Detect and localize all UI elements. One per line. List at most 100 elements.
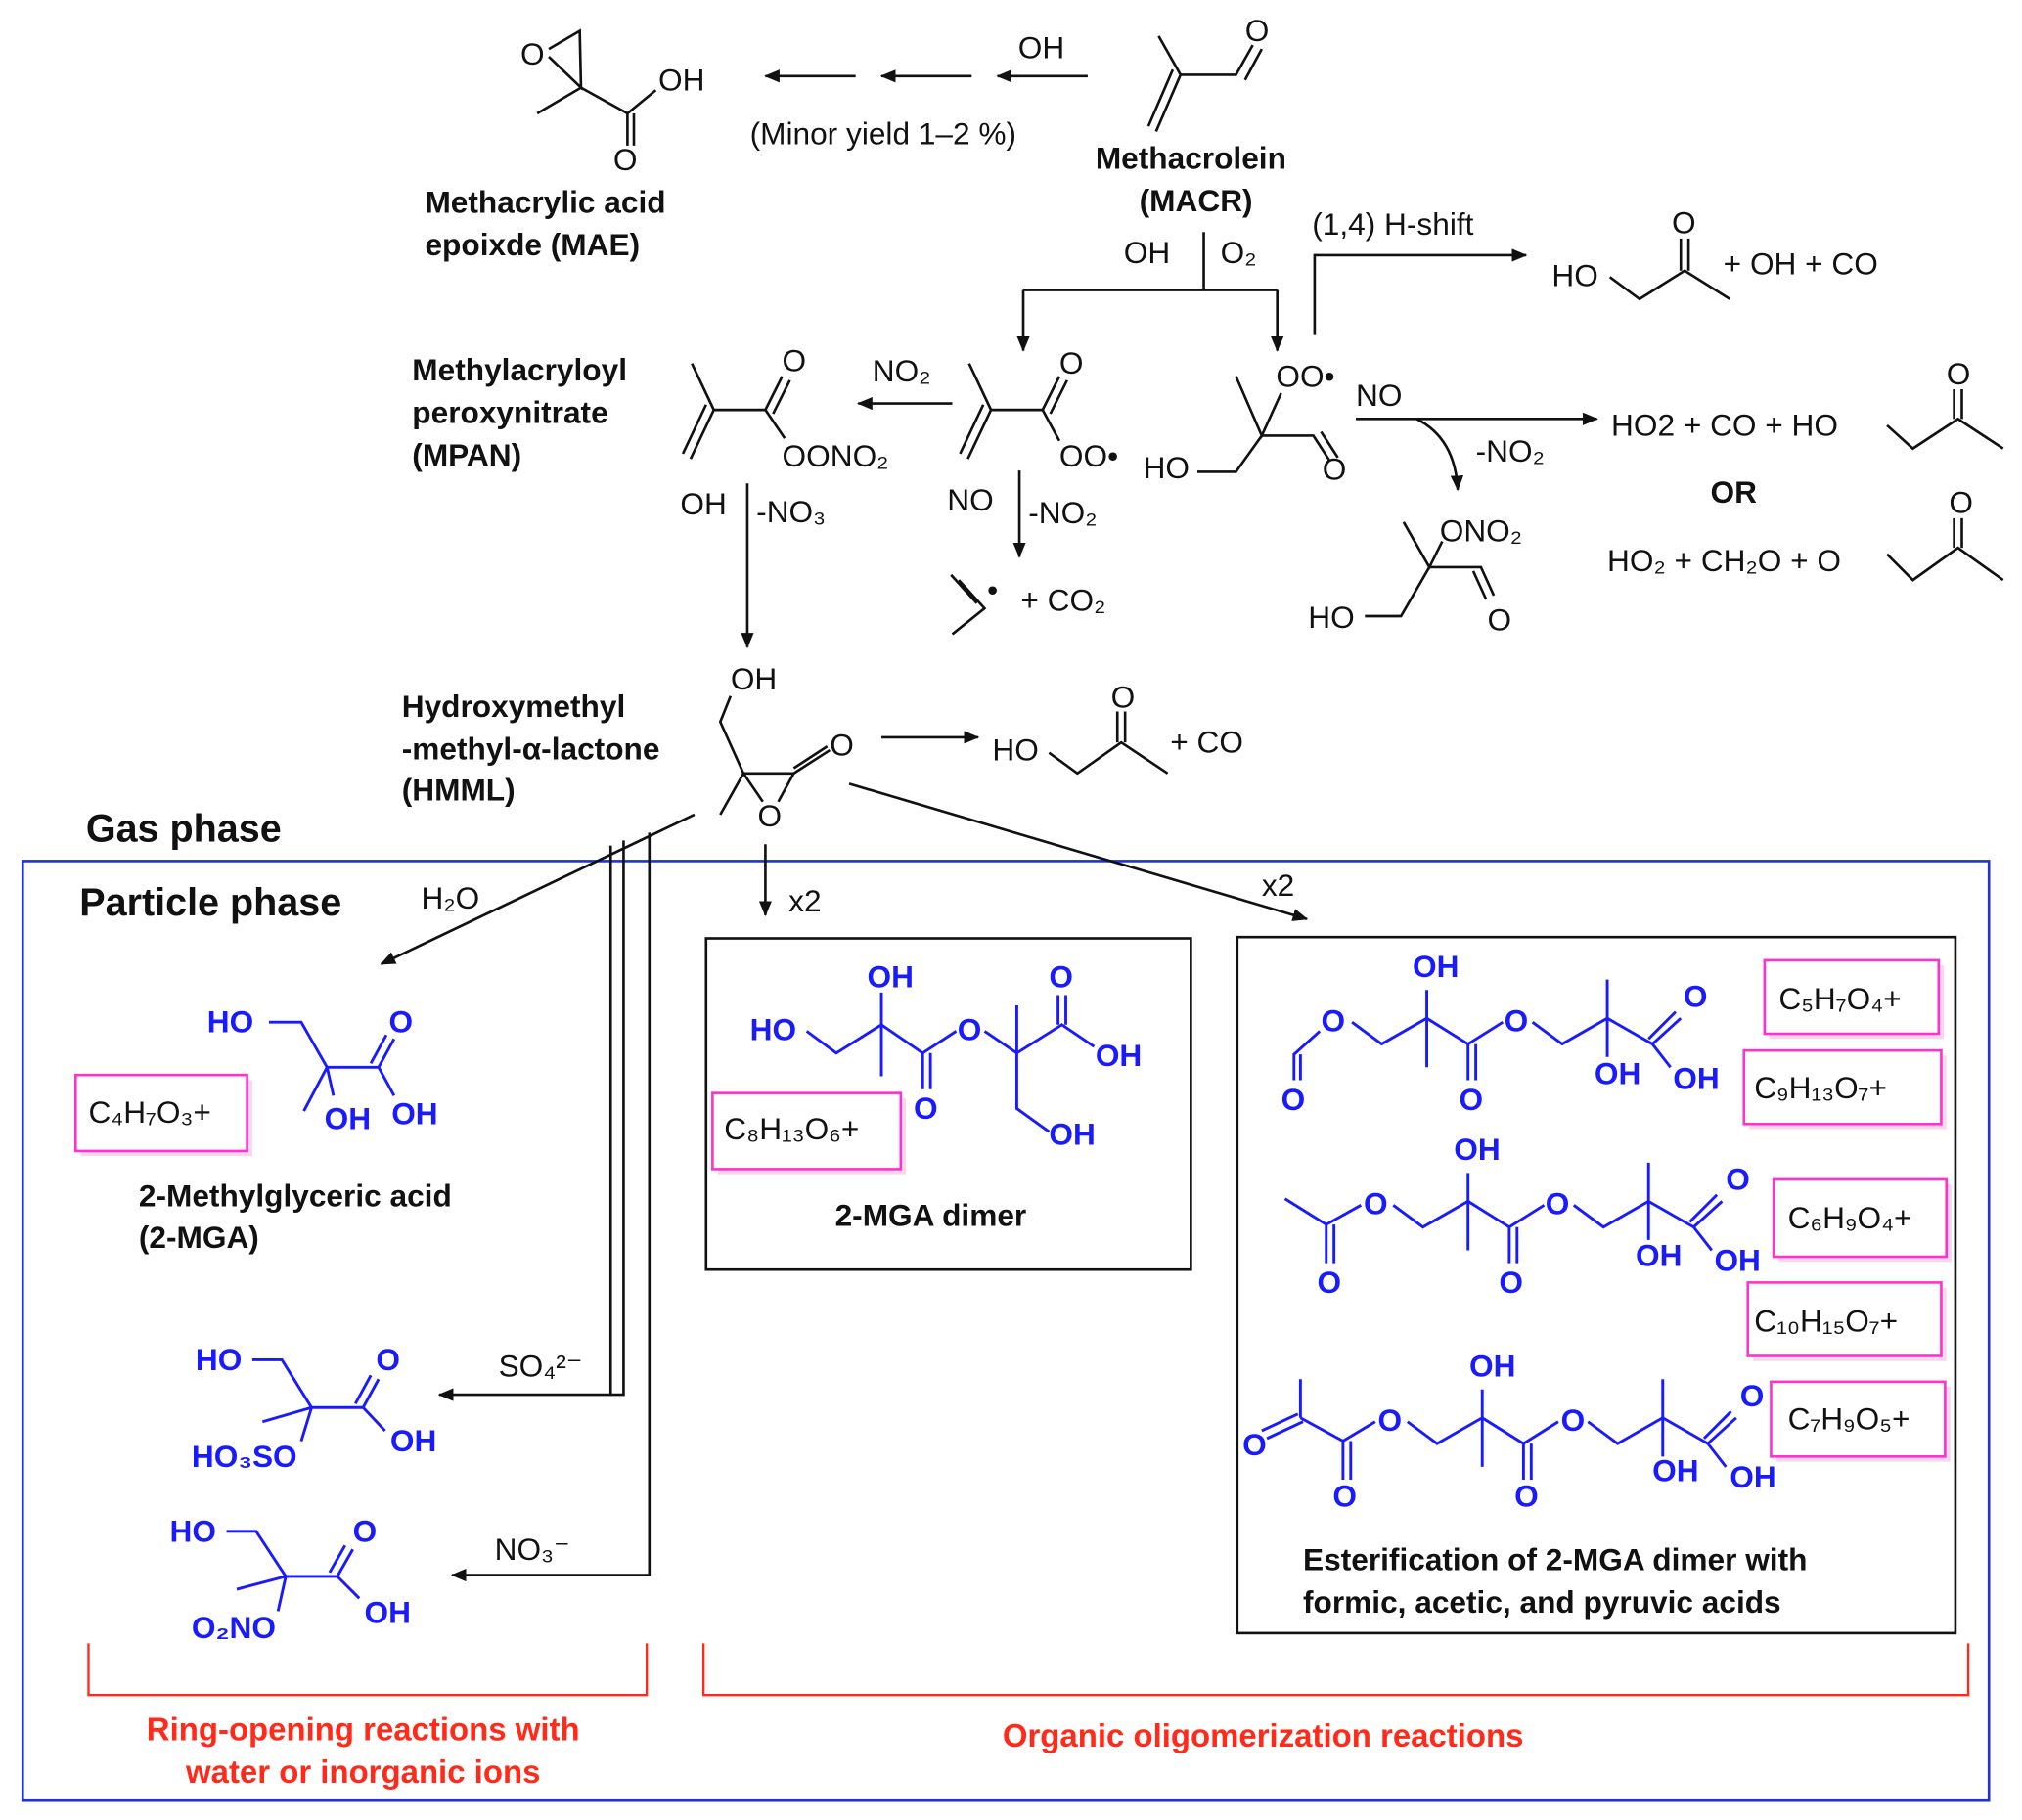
atom-label: O: [1546, 1186, 1570, 1221]
pyruvate-ester-structure: OH O O O O O O OH OH: [1242, 1349, 1776, 1514]
atom-label: O: [1245, 13, 1270, 48]
atom-label: OH: [390, 1423, 436, 1458]
atom-label: O: [613, 142, 638, 177]
atom-label: O: [1323, 451, 1347, 486]
atom-label: O: [376, 1342, 400, 1377]
atom-label: O: [1740, 1378, 1765, 1413]
mga-name: (2-MGA): [139, 1220, 259, 1255]
atom-label: O: [1364, 1186, 1388, 1221]
o2-label: O₂: [1221, 235, 1257, 270]
gas-phase-label: Gas phase: [86, 808, 282, 851]
atom-label: HO₃SO: [192, 1439, 297, 1474]
atom-label: OH: [658, 62, 704, 97]
atom-label: O₂NO: [192, 1610, 276, 1645]
atom-label: O: [1318, 1265, 1342, 1300]
product-set-1: HO2 + CO + HO: [1611, 407, 1838, 442]
atom-label: O: [1499, 1265, 1523, 1300]
atom-label: OH: [1049, 1116, 1095, 1151]
atom-label: O: [914, 1090, 938, 1126]
ring-opening-label: water or inorganic ions: [185, 1753, 540, 1790]
oh-label: OH: [1124, 235, 1170, 270]
atom-label: OH: [1469, 1349, 1515, 1384]
formula-label: C₉H₁₃O₇+: [1754, 1070, 1887, 1105]
oligomerization-bracket: [701, 1643, 1970, 1697]
atom-label: O: [1281, 1082, 1306, 1117]
vinyl-radical-structure: •: [950, 572, 998, 636]
atom-label: HO: [196, 1342, 242, 1377]
atom-label: OH: [1413, 949, 1459, 984]
peroxy-radical-structure: OO• HO O: [1144, 358, 1347, 486]
mae-structure: O OH O: [520, 28, 704, 177]
atom-label: OH: [391, 1095, 437, 1131]
atom-label: OH: [1636, 1237, 1682, 1272]
atom-label: O: [1059, 345, 1084, 380]
organic-nitrate-structure: ONO₂ HO O: [1308, 513, 1522, 638]
x2-label: x2: [1262, 867, 1294, 903]
atom-label: OH: [1730, 1459, 1775, 1494]
atom-label: O: [1505, 1002, 1529, 1038]
atom-label: O: [1242, 1427, 1267, 1462]
atom-label: O: [783, 343, 807, 378]
hshift-label: (1,4) H-shift: [1312, 206, 1473, 242]
mpan-name: Methylacryloyl: [412, 352, 627, 387]
atom-label: O: [1049, 959, 1073, 995]
atom-label: O: [1947, 356, 1971, 391]
formula-label: C₄H₇O₃+: [88, 1094, 210, 1130]
atom-label: O: [1672, 205, 1696, 241]
atom-label: HO: [1144, 450, 1190, 485]
mga-structure: HO O OH OH: [207, 1004, 438, 1136]
atom-label: O: [830, 727, 854, 762]
oh-reagent: OH: [680, 486, 726, 521]
atom-label: HO: [1551, 258, 1597, 293]
no2-reagent: NO₂: [873, 353, 931, 388]
atom-label: O: [1111, 680, 1136, 715]
dimer-structure: OH O HO O OH O OH: [750, 959, 1143, 1152]
mpan-name: (MPAN): [412, 437, 521, 472]
formate-ester-structure: OH O O O O O OH OH: [1281, 949, 1720, 1117]
atom-label: OO•: [1059, 438, 1118, 473]
atom-label: OH: [1673, 1061, 1719, 1096]
hmml-structure: OH O O: [718, 661, 854, 833]
atom-label: O: [1949, 485, 1973, 520]
atom-label: OO•: [1276, 358, 1334, 393]
acylperoxy-structure: O OO•: [959, 345, 1118, 473]
minor-yield: (Minor yield 1–2 %): [750, 116, 1016, 152]
radical-dot: •: [987, 572, 998, 607]
atom-label: OH: [325, 1101, 371, 1136]
atom-label: O: [758, 798, 783, 833]
atom-label: OH: [731, 661, 777, 696]
atom-label: O: [1487, 601, 1511, 637]
minus-no3: -NO₃: [756, 494, 826, 529]
atom-label: O: [1684, 978, 1708, 1013]
formula-label: C₅H₇O₄+: [1778, 981, 1901, 1016]
atom-label: ONO₂: [1440, 513, 1522, 549]
mpan-name: peroxynitrate: [412, 394, 607, 429]
particle-phase-label: Particle phase: [79, 881, 341, 924]
ring-opening-bracket: [87, 1643, 649, 1697]
atom-label: O: [1460, 1082, 1484, 1117]
macr-abbr: (MACR): [1140, 183, 1253, 218]
sulfate-ester-structure: HO O HO₃SO OH: [192, 1342, 436, 1474]
atom-label: HO: [170, 1513, 216, 1548]
atom-label: OH: [1652, 1452, 1698, 1487]
hshift-products: + OH + CO: [1724, 246, 1878, 282]
oh-reagent: OH: [1018, 29, 1064, 65]
atom-label: HO: [750, 1012, 796, 1047]
hydroxyacetone-structure: HO O: [1551, 205, 1730, 301]
product-set-2: HO₂ + CH₂O + O: [1607, 543, 1841, 578]
atom-label: O: [1332, 1479, 1357, 1514]
formula-label: C₇H₉O₅+: [1788, 1401, 1910, 1437]
h2o-reagent: H₂O: [422, 880, 480, 915]
minus-no2: -NO₂: [1476, 433, 1545, 468]
acetate-ester-structure: OH O O O O O OH OH: [1283, 1132, 1761, 1300]
hmml-name: Hydroxymethyl: [402, 688, 625, 724]
formula-label: C₆H₉O₄+: [1788, 1200, 1912, 1235]
macr-structure: O: [1146, 13, 1270, 132]
ring-opening-label: Ring-opening reactions with: [147, 1710, 580, 1747]
atom-label: OH: [365, 1594, 411, 1629]
mpan-structure: O OONO₂: [681, 343, 888, 473]
atom-label: OH: [1595, 1055, 1640, 1090]
macr-name: Methacrolein: [1096, 141, 1286, 176]
atom-label: O: [353, 1513, 378, 1548]
atom-label: O: [1561, 1402, 1586, 1438]
